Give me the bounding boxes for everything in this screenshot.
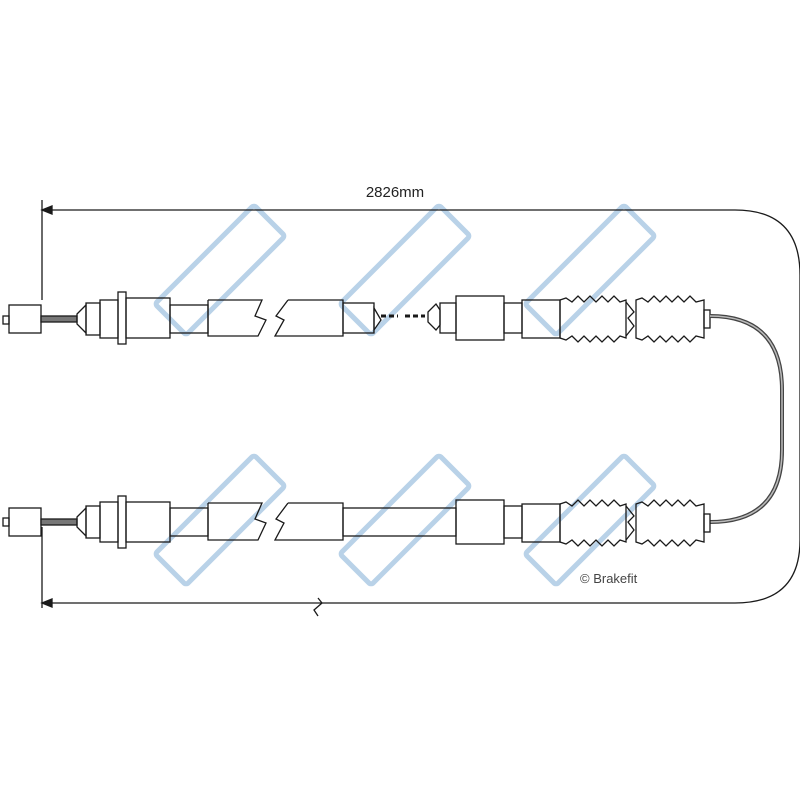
brakefit-watermark xyxy=(338,203,472,337)
brakefit-watermark xyxy=(153,453,287,587)
top-cable-assembly xyxy=(2,291,711,345)
overall-length-label: 2826mm xyxy=(365,184,425,201)
bottom-cable-assembly xyxy=(2,495,711,549)
dimension-lines xyxy=(40,200,800,617)
brakefit-watermark xyxy=(523,203,657,337)
copyright-text: © Brakefit xyxy=(580,571,638,586)
